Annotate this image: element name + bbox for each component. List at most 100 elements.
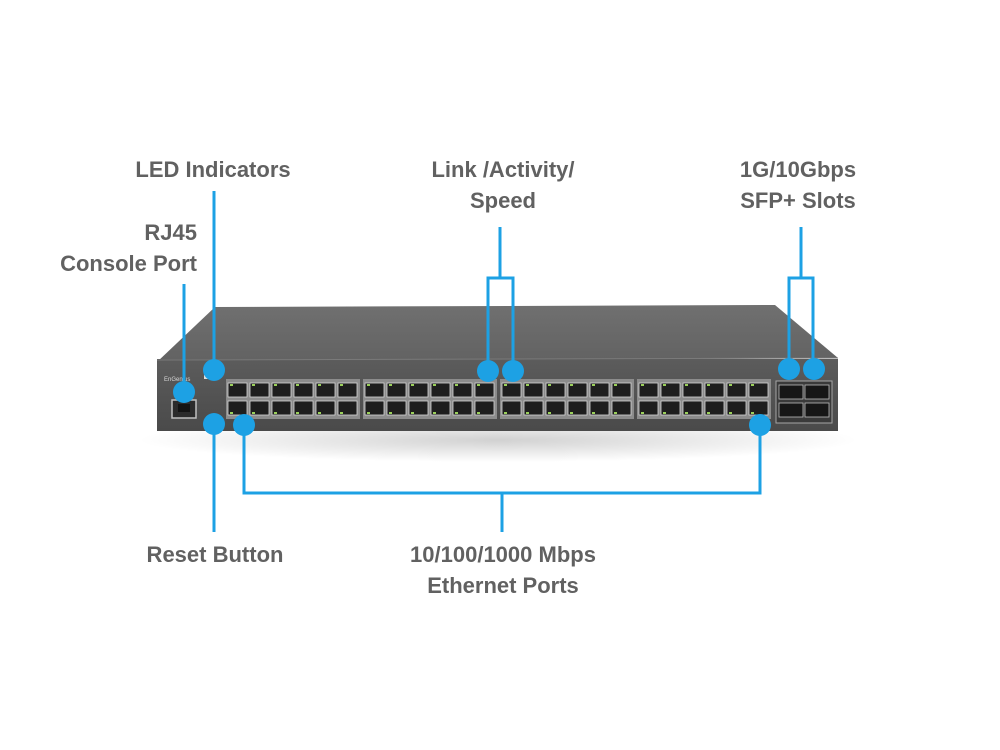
port-led <box>641 412 644 414</box>
ethernet-port <box>386 400 407 416</box>
ethernet-port <box>337 400 358 416</box>
ethernet-port <box>567 382 588 398</box>
port-led <box>592 412 595 414</box>
port-led <box>252 412 255 414</box>
ethernet-port <box>386 382 407 398</box>
ethernet-port <box>726 400 747 416</box>
callout-rj45-line-1: RJ45 <box>144 220 197 245</box>
ethernet-port <box>315 382 336 398</box>
ethernet-port <box>567 400 588 416</box>
ethernet-port <box>523 400 544 416</box>
port-led <box>340 412 343 414</box>
port-led <box>751 384 754 386</box>
callout-led-indicators-line-1: LED Indicators <box>135 157 291 182</box>
callout-dots <box>173 358 825 436</box>
port-led <box>389 412 392 414</box>
port-led <box>526 384 529 386</box>
port-led <box>592 384 595 386</box>
ethernet-port <box>452 400 473 416</box>
console-port-socket <box>178 404 190 412</box>
port-led <box>504 412 507 414</box>
ethernet-port <box>430 382 451 398</box>
callout-ethernet-ports: 10/100/1000 Mbps Ethernet Ports <box>410 539 596 601</box>
port-led <box>411 412 414 414</box>
port-led <box>477 384 480 386</box>
ethernet-port <box>474 400 495 416</box>
port-led <box>707 412 710 414</box>
callout-dot-sfp-1 <box>778 358 800 380</box>
port-led <box>729 412 732 414</box>
ethernet-port <box>501 382 522 398</box>
port-led <box>504 384 507 386</box>
ethernet-port <box>589 400 610 416</box>
callout-sfp-slots: 1G/10Gbps SFP+ Slots <box>740 154 856 216</box>
port-led <box>685 412 688 414</box>
callout-sfp-line-1: 1G/10Gbps <box>739 157 857 182</box>
ethernet-port <box>293 382 314 398</box>
port-led <box>296 384 299 386</box>
port-led <box>433 412 436 414</box>
ethernet-port <box>726 382 747 398</box>
port-led <box>318 412 321 414</box>
port-led <box>477 412 480 414</box>
ethernet-port <box>430 400 451 416</box>
port-led <box>570 412 573 414</box>
sfp-slot <box>778 402 804 418</box>
port-led <box>274 412 277 414</box>
ethernet-port <box>452 382 473 398</box>
ethernet-port <box>227 382 248 398</box>
port-led <box>729 384 732 386</box>
ethernet-port <box>611 400 632 416</box>
ethernet-port <box>545 382 566 398</box>
callout-rj45-line-2: Console Port <box>60 251 197 276</box>
ethernet-port <box>364 382 385 398</box>
callout-reset-line-1: Reset Button <box>146 542 284 567</box>
port-led <box>367 384 370 386</box>
port-led <box>751 412 754 414</box>
sfp-slot <box>778 384 804 400</box>
port-led <box>340 384 343 386</box>
ethernet-port <box>660 400 681 416</box>
switch-chassis-top <box>157 305 838 362</box>
ethernet-port <box>748 382 769 398</box>
port-led <box>296 412 299 414</box>
ethernet-port <box>545 400 566 416</box>
ethernet-port <box>227 400 248 416</box>
ethernet-port <box>611 382 632 398</box>
port-led <box>274 384 277 386</box>
ethernet-port <box>704 400 725 416</box>
ethernet-port <box>364 400 385 416</box>
ethernet-port <box>474 382 495 398</box>
ethernet-port <box>315 400 336 416</box>
port-led <box>614 384 617 386</box>
callout-dot-console <box>173 381 195 403</box>
callout-link-activity-speed: Link /Activity/ Speed <box>431 154 574 216</box>
port-led <box>526 412 529 414</box>
ethernet-port <box>682 382 703 398</box>
port-led <box>614 412 617 414</box>
ethernet-port <box>271 400 292 416</box>
switch-front-edge <box>156 357 839 361</box>
callout-line-sfp-bracket <box>787 276 815 369</box>
ethernet-port <box>704 382 725 398</box>
callout-ethernet-line-1: 10/100/1000 Mbps <box>410 542 596 567</box>
port-led <box>433 384 436 386</box>
port-led <box>570 384 573 386</box>
port-led <box>318 384 321 386</box>
ethernet-port <box>337 382 358 398</box>
sfp-slot <box>804 384 830 400</box>
port-led <box>367 412 370 414</box>
port-led <box>252 384 255 386</box>
port-led <box>455 384 458 386</box>
ethernet-port <box>638 400 659 416</box>
callout-ethernet-line-2: Ethernet Ports <box>427 573 579 598</box>
port-led <box>663 384 666 386</box>
callout-line-link-bracket <box>486 276 515 371</box>
ethernet-port <box>249 382 270 398</box>
callout-dot-reset <box>203 413 225 435</box>
brand-logo: EnGenius <box>164 377 190 383</box>
port-led <box>548 384 551 386</box>
callout-reset-button: Reset Button <box>147 539 284 570</box>
port-led <box>685 384 688 386</box>
ethernet-port <box>523 382 544 398</box>
